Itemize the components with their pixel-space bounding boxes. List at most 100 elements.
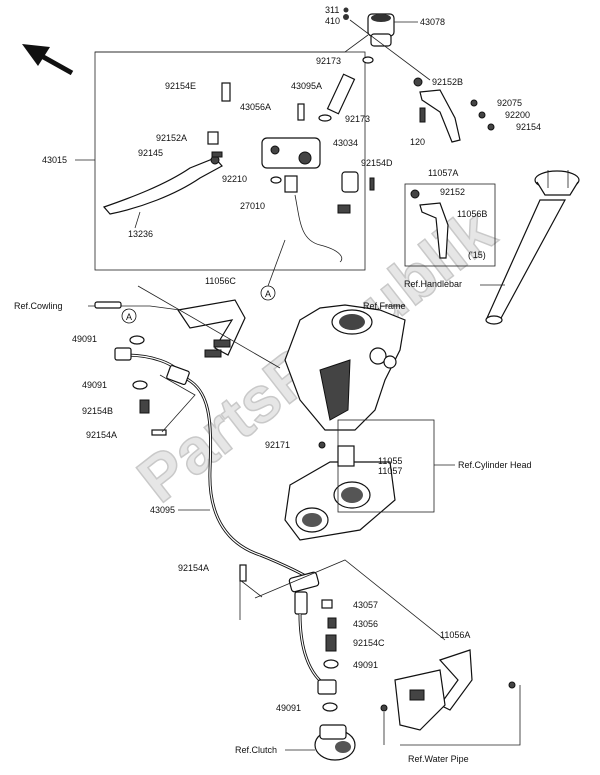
part-label-92173: 92173 — [316, 56, 341, 66]
part-label-11056c: 11056C — [205, 276, 236, 286]
bleeder-43056 — [327, 617, 337, 629]
part-label-92152a: 92152A — [156, 133, 187, 143]
variant-year-label: ('15) — [468, 250, 486, 260]
part-label-92145: 92145 — [138, 148, 163, 158]
part-label-11057a: 11057A — [428, 168, 458, 178]
part-label-92154e: 92154E — [165, 81, 196, 91]
part-label-92075: 92075 — [497, 98, 522, 108]
clutch-slave-cylinder — [314, 724, 356, 761]
switch-27010 — [284, 175, 298, 193]
bolt-92154 — [487, 123, 495, 131]
part-label-92152b: 92152B — [432, 77, 463, 87]
clutch-lever-13236 — [102, 155, 223, 215]
bracket-11056a — [380, 649, 516, 731]
hose-banjo-upper — [114, 347, 132, 361]
washer-49091-a — [129, 335, 145, 345]
handlebar — [485, 170, 580, 325]
washer-92210 — [270, 176, 282, 184]
part-label-27010: 27010 — [240, 201, 265, 211]
cowling-bolt — [94, 301, 122, 309]
collar-92152a — [207, 131, 219, 145]
leader-11056c-frame — [137, 285, 281, 369]
lower-hose-assembly — [288, 571, 337, 695]
spring-92145 — [211, 151, 223, 158]
ref-clutch-label: Ref.Clutch — [235, 745, 277, 755]
cylinder-head — [284, 461, 396, 541]
reservoir-43078 — [343, 7, 395, 47]
part-label-92210: 92210 — [222, 174, 247, 184]
part-label-43078: 43078 — [420, 17, 445, 27]
bolt-92154e — [221, 82, 231, 102]
bolt-92154c — [325, 634, 337, 652]
bolt-92154a-1 — [151, 429, 167, 436]
part-label-13236: 13236 — [128, 229, 153, 239]
part-label-92154: 92154 — [516, 122, 541, 132]
bolt-92171 — [318, 441, 326, 449]
frame — [284, 304, 406, 431]
part-label-11056a: 11056A — [440, 630, 470, 640]
ref-water-pipe-label: Ref.Water Pipe — [408, 754, 469, 764]
plate-43057 — [321, 599, 333, 609]
ref-handlebar-label: Ref.Handlebar — [404, 279, 462, 289]
hose-fitting-upper — [166, 364, 190, 386]
part-label-49091: 49091 — [353, 660, 378, 670]
reservoir-hose-43095a — [318, 56, 374, 122]
part-label-92154a: 92154A — [86, 430, 117, 440]
part-label-11057: 11057 — [378, 466, 402, 476]
part-label-92154b: 92154B — [82, 406, 113, 416]
part-label-92171: 92171 — [265, 440, 290, 450]
leader-11056a-diag — [254, 559, 446, 641]
master-cylinder-body — [261, 137, 375, 193]
bolt-92154a-2 — [239, 564, 247, 582]
bracket-11056b — [419, 202, 449, 259]
leader-callout-a — [267, 239, 286, 287]
washer-49091-c — [323, 659, 339, 669]
washer-49091-d — [322, 702, 338, 712]
washer-92152b — [413, 77, 423, 87]
part-label-92154d: 92154D — [361, 158, 393, 168]
bracket-11055 — [337, 445, 355, 467]
part-label-43015: 43015 — [42, 155, 67, 165]
part-label-92200: 92200 — [505, 110, 530, 120]
year-2015-variant-frame — [404, 183, 496, 267]
front-direction-arrow-icon — [22, 44, 74, 76]
ref-cowling-label: Ref.Cowling — [14, 301, 63, 311]
leader-92154a — [159, 374, 196, 433]
part-label-43056: 43056 — [353, 619, 378, 629]
part-label-92173: 92173 — [345, 114, 370, 124]
leader-13236 — [134, 211, 141, 229]
callout-a-top: A — [260, 285, 276, 301]
ref-cylinder-head-label: Ref.Cylinder Head — [458, 460, 532, 470]
part-label-92152: 92152 — [440, 187, 465, 197]
part-label-49091: 49091 — [82, 380, 107, 390]
part-label-49091: 49091 — [72, 334, 97, 344]
part-label-49091: 49091 — [276, 703, 301, 713]
damper-92075 — [470, 99, 478, 107]
part-label-11056b: 11056B — [457, 209, 487, 219]
callout-a-left: A — [121, 308, 137, 324]
leader-92154a-2 — [239, 579, 263, 620]
ref-frame-label: Ref.Frame — [363, 301, 406, 311]
reservoir-bracket-line — [349, 19, 431, 81]
switch-connector — [337, 204, 351, 214]
handlebar-bracket-11057a — [419, 89, 461, 143]
callout-a-label: A — [126, 312, 132, 322]
hose-bracket-11056c — [176, 299, 246, 358]
master-cylinder-group-frame — [94, 51, 366, 271]
part-label-92154c: 92154C — [353, 638, 385, 648]
collar-92200 — [478, 111, 486, 119]
bolt-92154b — [139, 399, 150, 414]
part-label-410: 410 — [325, 16, 340, 26]
switch-wire — [294, 194, 343, 263]
part-label-92154a: 92154A — [178, 563, 209, 573]
washer-92152 — [410, 189, 420, 199]
callout-a-label: A — [265, 289, 271, 299]
part-label-43056a: 43056A — [240, 102, 271, 112]
part-label-43095: 43095 — [150, 505, 175, 515]
part-label-43034: 43034 — [333, 138, 358, 148]
bleeder-43056a — [297, 103, 305, 121]
part-label-11055: 11055 — [378, 456, 402, 466]
part-label-120: 120 — [410, 137, 425, 147]
part-label-311: 311 — [325, 5, 339, 15]
